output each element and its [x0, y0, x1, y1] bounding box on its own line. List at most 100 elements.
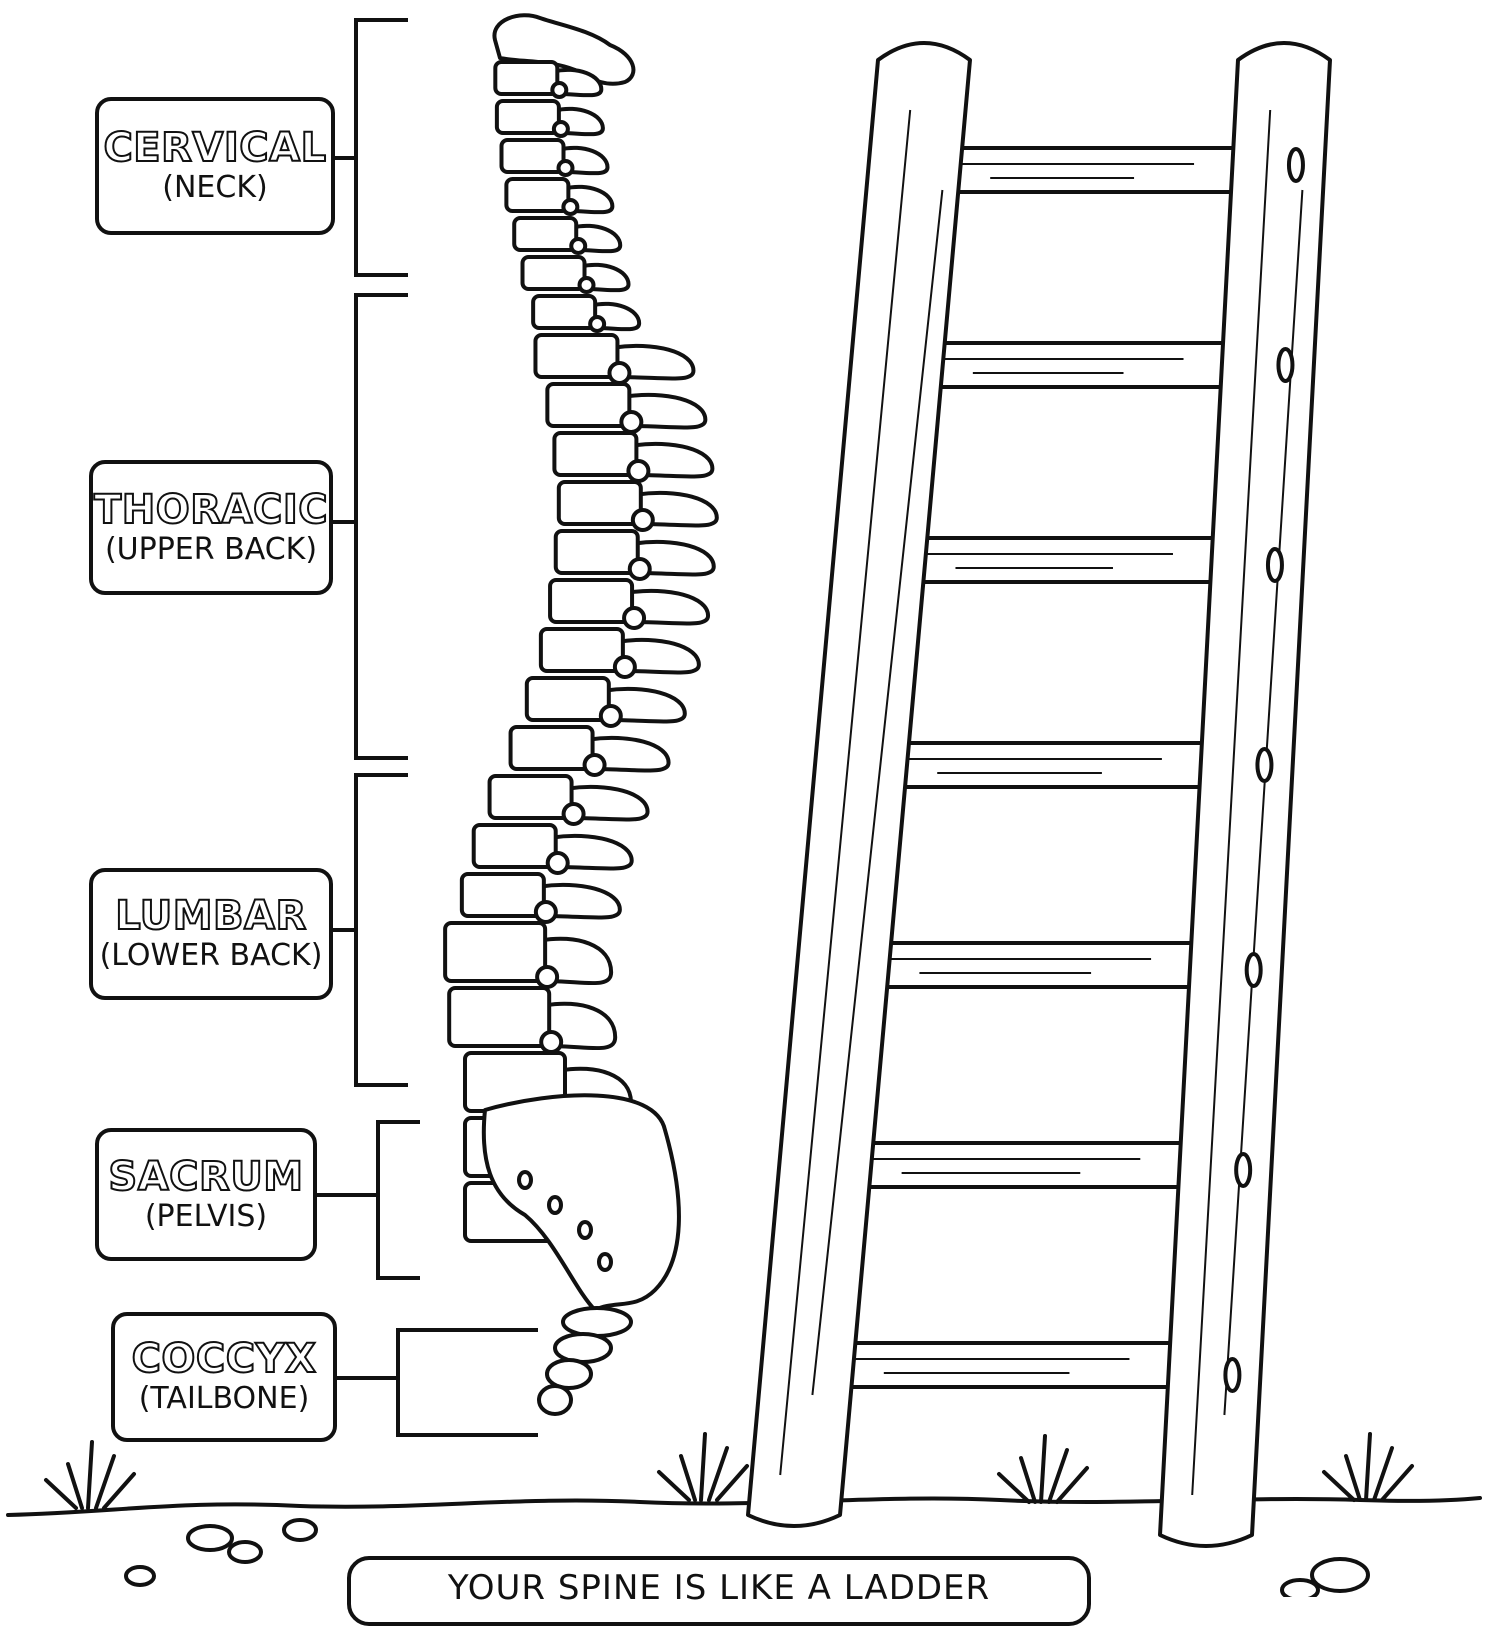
thoracic-vertebra — [490, 776, 648, 824]
vertebral-body — [527, 678, 609, 720]
facet-joint — [633, 510, 653, 530]
vertebral-body — [559, 482, 641, 524]
facet-joint — [585, 755, 605, 775]
vertebral-body — [556, 531, 638, 573]
spine — [445, 15, 717, 1414]
facet-joint — [609, 363, 629, 383]
pebble — [1312, 1559, 1368, 1591]
facet-joint — [624, 608, 644, 628]
cervical-vertebra — [497, 101, 603, 136]
grass-tuft — [46, 1442, 134, 1508]
sacral-foramen — [599, 1254, 611, 1270]
cervical-vertebra — [506, 179, 612, 214]
knot-hole — [1225, 1359, 1239, 1391]
cervical-title: CERVICAL — [103, 126, 326, 170]
lumbar-vertebra — [449, 988, 615, 1052]
ground-line — [8, 1498, 1480, 1515]
thoracic-vertebra — [511, 727, 669, 775]
knot-hole — [1268, 549, 1282, 581]
coccyx-segment — [539, 1386, 571, 1414]
cervical-subtitle: (NECK) — [162, 170, 267, 206]
bracket — [398, 1330, 538, 1435]
vertebral-body — [514, 218, 576, 250]
lumbar-label: LUMBAR (LOWER BACK) — [89, 868, 333, 1000]
cervical-vertebra — [502, 140, 608, 175]
facet-joint — [628, 461, 648, 481]
thoracic-subtitle: (UPPER BACK) — [105, 532, 317, 568]
vertebral-body — [462, 874, 544, 916]
knot-hole — [1289, 149, 1303, 181]
vertebral-body — [511, 727, 593, 769]
sacral-foramen — [549, 1197, 561, 1213]
coccyx-segment — [555, 1334, 611, 1362]
rail-body — [1160, 43, 1330, 1546]
ladder-rung — [857, 743, 1222, 787]
knot-hole — [1236, 1154, 1250, 1186]
ladder — [748, 43, 1330, 1546]
thoracic-vertebra — [527, 678, 685, 726]
sacrum-label: SACRUM (PELVIS) — [95, 1128, 317, 1261]
lumbar-subtitle: (LOWER BACK) — [100, 938, 323, 974]
facet-joint — [571, 239, 585, 253]
pebble — [1282, 1580, 1318, 1597]
thoracic-title: THORACIC — [94, 488, 328, 532]
vertebral-body — [535, 335, 617, 377]
facet-joint — [563, 200, 577, 214]
cervical-label: CERVICAL (NECK) — [95, 97, 335, 235]
sacrum-title: SACRUM — [108, 1155, 303, 1199]
facet-joint — [564, 804, 584, 824]
ladder-rung — [875, 538, 1232, 582]
facet-joint — [552, 83, 566, 97]
knot-hole — [1247, 954, 1261, 986]
lumbar-vertebra — [445, 923, 611, 987]
sacrum-subtitle: (PELVIS) — [145, 1199, 267, 1235]
bracket — [378, 1122, 420, 1278]
knot-hole — [1278, 349, 1292, 381]
rung-body — [857, 743, 1222, 787]
sacral-foramen — [519, 1172, 531, 1188]
vertebral-body — [506, 179, 568, 211]
lumbar-title: LUMBAR — [115, 894, 307, 938]
facet-joint — [548, 853, 568, 873]
vertebral-body — [523, 257, 585, 289]
knot-hole — [1257, 749, 1271, 781]
vertebral-body — [497, 101, 559, 133]
coccyx-bone — [539, 1308, 631, 1414]
sacral-foramen — [579, 1222, 591, 1238]
sacrum-bone — [484, 1095, 679, 1310]
facet-joint — [590, 317, 604, 331]
thoracic-vertebra — [559, 482, 717, 530]
grass-tuft — [659, 1434, 747, 1500]
bracket — [356, 20, 408, 275]
vertebral-body — [547, 384, 629, 426]
bracket — [356, 775, 408, 1085]
ladder-rung — [822, 1143, 1201, 1187]
grass-tuft — [999, 1436, 1087, 1502]
facet-joint — [601, 706, 621, 726]
rung-body — [839, 943, 1211, 987]
vertebral-body — [474, 825, 556, 867]
coccyx-segment — [547, 1360, 591, 1388]
thoracic-vertebra — [547, 384, 705, 432]
rung-body — [804, 1343, 1190, 1387]
grass-tuft — [1324, 1434, 1412, 1500]
vertebral-body — [554, 433, 636, 475]
coccyx-label: COCCYX (TAILBONE) — [111, 1312, 337, 1442]
sacrum-body — [484, 1095, 679, 1310]
thoracic-vertebra — [554, 433, 712, 481]
thoracic-vertebra — [541, 629, 699, 677]
ladder-rung — [839, 943, 1211, 987]
ladder-rung — [804, 1343, 1190, 1387]
caption-banner: YOUR SPINE IS LIKE A LADDER — [347, 1556, 1091, 1626]
rung-body — [822, 1143, 1201, 1187]
vertebral-body — [502, 140, 564, 172]
thoracic-label: THORACIC (UPPER BACK) — [89, 460, 333, 595]
facet-joint — [559, 161, 573, 175]
vertebral-body — [445, 923, 545, 981]
facet-joint — [615, 657, 635, 677]
thoracic-vertebra — [474, 825, 632, 873]
vertebral-body — [449, 988, 549, 1046]
facet-joint — [630, 559, 650, 579]
facet-joint — [554, 122, 568, 136]
cervical-vertebra — [533, 296, 639, 331]
